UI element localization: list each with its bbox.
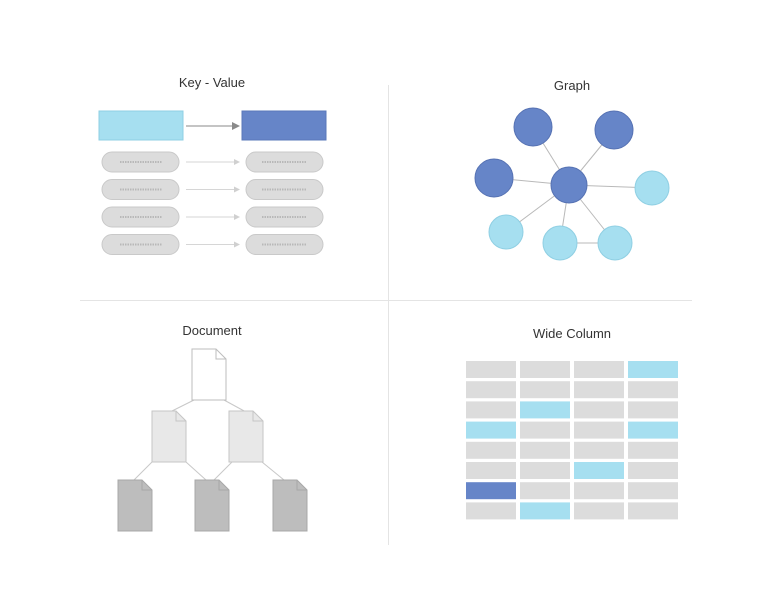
wide-column-cell [466,421,516,439]
wide-column-cell [628,361,678,378]
wide-column-cell [520,421,570,439]
wide-column-cell [574,381,624,399]
wide-column-cell [574,462,624,479]
document-icon [272,479,308,532]
graph-node [513,107,553,147]
wide-column-cell [574,482,624,500]
doc-edge [185,461,207,481]
document-nodes [117,348,308,532]
wide-column-cell [466,462,516,479]
document-icon [191,348,227,401]
wide-column-grid [466,361,678,520]
graph-node [542,225,578,261]
wide-column-cell [574,421,624,439]
wide-column-cell [628,502,678,520]
doc-edge [133,461,153,481]
doc-edge [213,461,233,481]
key-value-rows [101,151,324,255]
document-icon [194,479,230,532]
horizontal-divider [80,300,692,301]
wide-column-cell [574,401,624,419]
wide-column-cell [628,462,678,479]
doc-edge [261,461,285,481]
wide-column-cell [520,441,570,459]
wide-column-cell [466,361,516,378]
wide-column-cell [466,381,516,399]
graph-node [474,158,514,198]
wide-column-cell [628,401,678,419]
wide-column-cell [466,502,516,520]
wide-column-cell [628,482,678,500]
key-value-diagram [98,110,327,255]
document-icon [151,410,187,463]
document-diagram [117,348,308,532]
wide-column-cell [628,441,678,459]
wide-column-cell [520,361,570,378]
wide-column-cell [520,401,570,419]
key-header-block [98,110,184,141]
graph-node [597,225,633,261]
wide-column-cell [628,421,678,439]
document-title: Document [182,323,242,338]
wide-column-cell [520,482,570,500]
doc-edge [223,399,247,413]
wide-column-cell [574,361,624,378]
graph-node [594,110,634,150]
graph-diagram [474,107,670,261]
wide-column-cell [520,462,570,479]
wide-column-cell [574,441,624,459]
key-value-title: Key - Value [178,75,246,90]
document-icon [228,410,264,463]
wide-column-cell [466,441,516,459]
wide-column-cell [628,381,678,399]
document-icon [117,479,153,532]
wide-column-title: Wide Column [532,326,612,341]
graph-center-node [550,166,588,204]
graph-node [634,170,670,206]
graph-title: Graph [553,78,591,93]
wide-column-cell [466,401,516,419]
wide-column-cell [520,381,570,399]
vertical-divider [388,85,389,545]
doc-edge [169,399,195,413]
wide-column-cell [520,502,570,520]
graph-node [488,214,524,250]
value-header-block [241,110,327,141]
wide-column-cell [574,502,624,520]
wide-column-cell [466,482,516,500]
